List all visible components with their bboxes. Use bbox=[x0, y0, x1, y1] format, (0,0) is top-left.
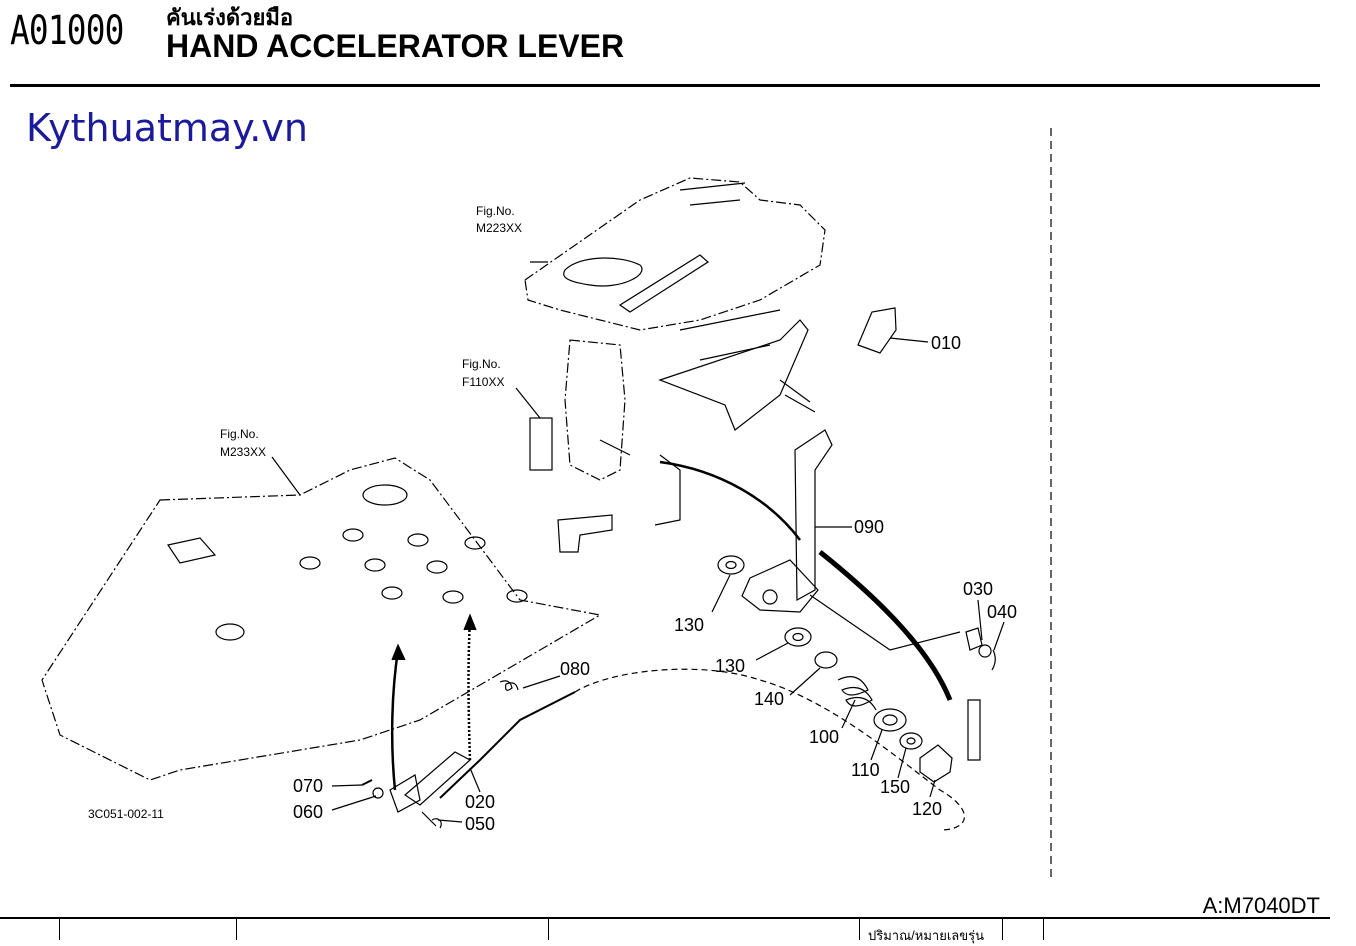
leader-040 bbox=[993, 621, 1005, 651]
routing-line bbox=[574, 668, 965, 831]
cable-route-arrow-2 bbox=[818, 550, 953, 701]
leader-080 bbox=[522, 675, 561, 689]
lever-hub bbox=[741, 559, 819, 613]
washer-130a bbox=[717, 555, 745, 575]
pivot-shaft bbox=[779, 379, 816, 413]
cable-end bbox=[389, 774, 421, 813]
part-label: 080 bbox=[560, 659, 590, 679]
cable-route-arrow-1 bbox=[659, 460, 801, 541]
leader-100 bbox=[841, 699, 856, 729]
catalog-code: A01000 bbox=[10, 8, 124, 54]
footer-divider bbox=[1043, 917, 1044, 940]
leader-050 bbox=[437, 819, 463, 823]
page-title: HAND ACCELERATOR LEVER bbox=[166, 28, 625, 64]
washer-150 bbox=[899, 732, 923, 750]
part-label: 040 bbox=[987, 602, 1017, 622]
washer-060 bbox=[372, 787, 384, 799]
floor-plate bbox=[41, 457, 602, 781]
fig-ref-number: M233XX bbox=[220, 445, 266, 459]
part-label: 100 bbox=[809, 727, 839, 747]
fig-ref-label: Fig.No. bbox=[220, 427, 259, 441]
support-rail bbox=[679, 309, 781, 361]
footer-divider bbox=[236, 917, 237, 940]
leader-120 bbox=[929, 779, 936, 798]
arrow-left-up bbox=[390, 649, 400, 791]
spring-100 bbox=[837, 676, 877, 711]
footer-divider bbox=[859, 917, 860, 940]
lower-bracket bbox=[557, 514, 613, 553]
part-label: 090 bbox=[854, 517, 884, 537]
leader-fig2 bbox=[515, 387, 541, 419]
footer-rule bbox=[0, 917, 1330, 919]
part-label: 020 bbox=[465, 792, 495, 812]
toggle-link bbox=[809, 594, 961, 651]
bush-110 bbox=[873, 708, 907, 732]
rod-ball bbox=[965, 627, 983, 651]
leader-110 bbox=[870, 729, 883, 761]
leader-fig3 bbox=[271, 456, 301, 496]
pedal-pad bbox=[167, 537, 217, 564]
part-label: 110 bbox=[851, 760, 880, 780]
drawing-number: 3C051-002-11 bbox=[88, 807, 164, 821]
pin-070 bbox=[361, 779, 373, 786]
fig-ref-label: Fig.No. bbox=[462, 357, 501, 371]
part-label: 050 bbox=[465, 814, 495, 834]
leader-130a bbox=[711, 574, 731, 613]
pin-040 bbox=[991, 649, 996, 671]
spring-080 bbox=[499, 680, 519, 691]
footer-divider bbox=[59, 917, 60, 940]
model-code: A:M7040DT bbox=[1202, 893, 1320, 918]
lever-guide bbox=[658, 319, 809, 431]
part-label: 070 bbox=[293, 776, 323, 796]
washer-130b bbox=[784, 627, 812, 647]
footer-divider bbox=[548, 917, 549, 940]
leader-060 bbox=[331, 795, 377, 811]
leader-020 bbox=[469, 767, 481, 793]
cable-outer bbox=[439, 691, 576, 799]
floor-hole bbox=[362, 484, 408, 506]
part-label: 060 bbox=[293, 802, 323, 822]
part-label: 120 bbox=[912, 799, 942, 819]
part-label: 150 bbox=[880, 777, 910, 797]
leader-070 bbox=[331, 784, 363, 787]
part-label: 130 bbox=[715, 656, 745, 676]
part-label: 010 bbox=[931, 333, 961, 353]
thai-title: คันเร่งด้วยมือ bbox=[166, 5, 294, 30]
spring-bracket bbox=[599, 439, 681, 526]
console-bracket bbox=[679, 182, 746, 206]
leader-130b bbox=[755, 642, 789, 661]
fig-ref-number: M223XX bbox=[476, 221, 522, 235]
nut-120 bbox=[919, 744, 953, 783]
watermark-text: Kythuatmay.vn bbox=[26, 106, 308, 150]
bracket-plate bbox=[564, 339, 626, 481]
part-label: 140 bbox=[754, 689, 784, 709]
bracket-clip bbox=[529, 417, 553, 471]
leader-150 bbox=[897, 747, 907, 779]
arrow-mid-up bbox=[467, 617, 472, 761]
console-slot bbox=[563, 257, 643, 287]
fig-ref-number: F110XX bbox=[462, 375, 504, 389]
upper-console bbox=[524, 177, 826, 331]
part-label: 030 bbox=[963, 579, 993, 599]
footer-divider bbox=[1002, 917, 1003, 940]
lever-arm bbox=[794, 429, 833, 602]
leader-010 bbox=[889, 337, 929, 343]
leader-140 bbox=[789, 667, 821, 696]
console-gate bbox=[618, 254, 709, 313]
footer-header-text: ปริมาณ/หมายเลขรุ่น bbox=[868, 928, 984, 943]
fig-ref-label: Fig.No. bbox=[476, 204, 515, 218]
knob-010 bbox=[857, 307, 897, 354]
clip-030 bbox=[978, 644, 992, 658]
washer-140 bbox=[814, 651, 838, 669]
leader-030 bbox=[977, 599, 983, 641]
header-rule bbox=[10, 84, 1320, 87]
rod-end bbox=[967, 699, 981, 761]
part-label: 130 bbox=[674, 615, 704, 635]
